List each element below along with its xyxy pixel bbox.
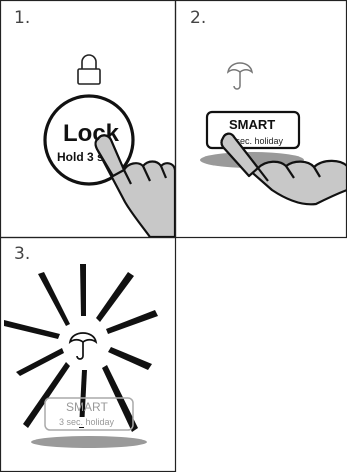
step-3-panel: 3. SMA xyxy=(0,238,175,472)
step-3-graphics xyxy=(0,238,175,472)
step-2-panel: 2. SMART 3 sec. holiday xyxy=(176,0,347,237)
step-1-panel: 1. Lock Hold 3 sec. xyxy=(0,0,175,237)
button-shadow xyxy=(31,436,147,448)
smart-button-sublabel: 3 sec. holiday xyxy=(58,417,115,427)
step-1-finger-overlay xyxy=(0,0,175,237)
smart-button-label: SMART xyxy=(66,400,108,414)
umbrella-icon xyxy=(70,333,96,359)
step-2-finger-overlay xyxy=(176,0,347,237)
